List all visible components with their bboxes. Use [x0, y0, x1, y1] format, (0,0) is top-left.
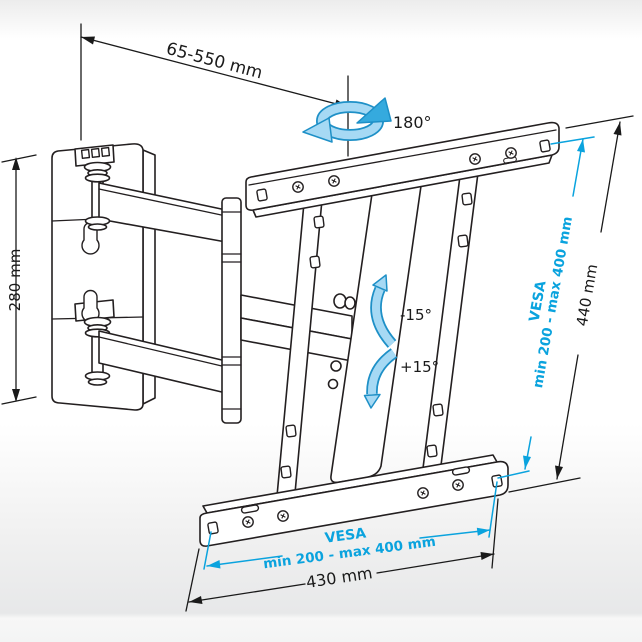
tilt-up-arrow-icon	[372, 274, 388, 292]
dim-swivel: 180°	[302, 97, 432, 143]
swivel-angle-label: 180°	[393, 113, 432, 132]
pivot-post	[221, 197, 242, 424]
tilt-down-label: +15°	[400, 358, 439, 376]
hinge-washers	[84, 216, 111, 386]
dim-bracket-height: 440 mm	[508, 115, 634, 493]
bottom-rail	[199, 454, 509, 547]
bracket-height-label: 440 mm	[573, 263, 602, 328]
plate-height-label: 280 mm	[6, 249, 24, 312]
extension-range-label: 65-550 mm	[164, 39, 265, 84]
pivot-bolt-upper	[333, 293, 347, 309]
pivot-bolt-lower	[330, 360, 342, 372]
dim-extension-range: 65-550 mm	[80, 23, 349, 157]
dim-plate-height: 280 mm	[1, 154, 37, 405]
dim-tilt: -15° +15°	[363, 274, 439, 409]
top-rail	[245, 121, 560, 218]
right-strap	[419, 164, 480, 493]
tilt-up-label: -15°	[400, 306, 432, 324]
bracket-width-label: 430 mm	[305, 563, 374, 592]
keyhole-slot-lower	[81, 289, 100, 323]
swivel-arrow-back-icon	[356, 97, 392, 124]
vesa-horizontal-title: VESA	[324, 525, 367, 546]
swivel-arrow-icon	[302, 117, 333, 143]
vesa-vertical-title: VESA	[527, 279, 550, 323]
tilt-down-arrow-icon	[363, 393, 381, 409]
